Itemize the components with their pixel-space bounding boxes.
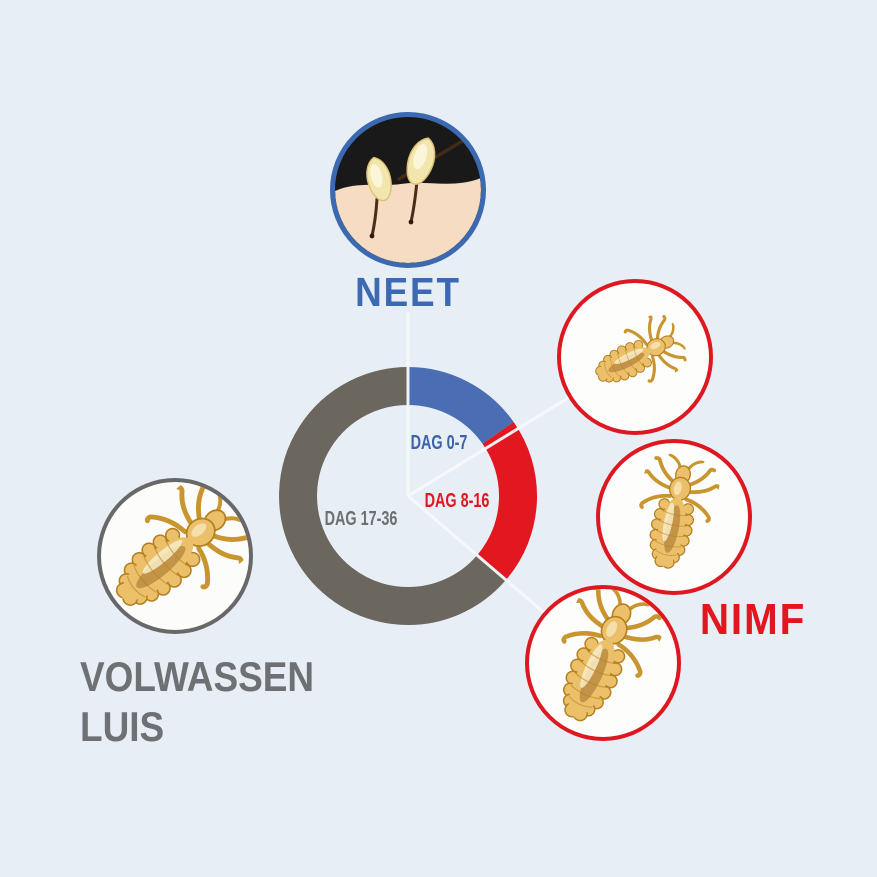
adult-louse-icon: [97, 478, 253, 634]
connector-line-nimf-top: [407, 396, 570, 498]
connector-line-nimf-bottom: [407, 494, 545, 614]
nimf-stage-circle-small: [557, 279, 713, 435]
neet-stage-label: NEET: [355, 269, 461, 315]
donut-segment-neet: [407, 367, 514, 445]
nits-on-hair-icon: [335, 117, 481, 263]
small-nymph-louse-icon: [582, 307, 694, 405]
segment-label-dag-0-7: DAG 0-7: [410, 432, 468, 454]
volwassen-stage-label-line1: VOLWASSEN: [80, 653, 315, 700]
volwassen-stage-label: VOLWASSEN LUIS: [80, 652, 314, 751]
nimf-stage-circle-large: [525, 585, 681, 741]
nimf-stage-circle-medium: [596, 439, 752, 595]
medium-nymph-louse-icon: [624, 449, 724, 577]
donut-segment-nimf: [477, 422, 538, 579]
neet-stage-circle: [330, 112, 486, 268]
segment-label-dag-17-36: DAG 17-36: [324, 508, 398, 530]
donut-segment-volwassen: [279, 367, 507, 625]
nit-egg-right: [406, 137, 436, 185]
segment-label-dag-8-16: DAG 8-16: [424, 490, 490, 512]
nit-egg-left: [366, 156, 392, 202]
nimf-stage-label: NIMF: [699, 595, 807, 644]
volwassen-stage-circle: [97, 478, 253, 634]
volwassen-stage-label-line2: LUIS: [80, 702, 165, 750]
